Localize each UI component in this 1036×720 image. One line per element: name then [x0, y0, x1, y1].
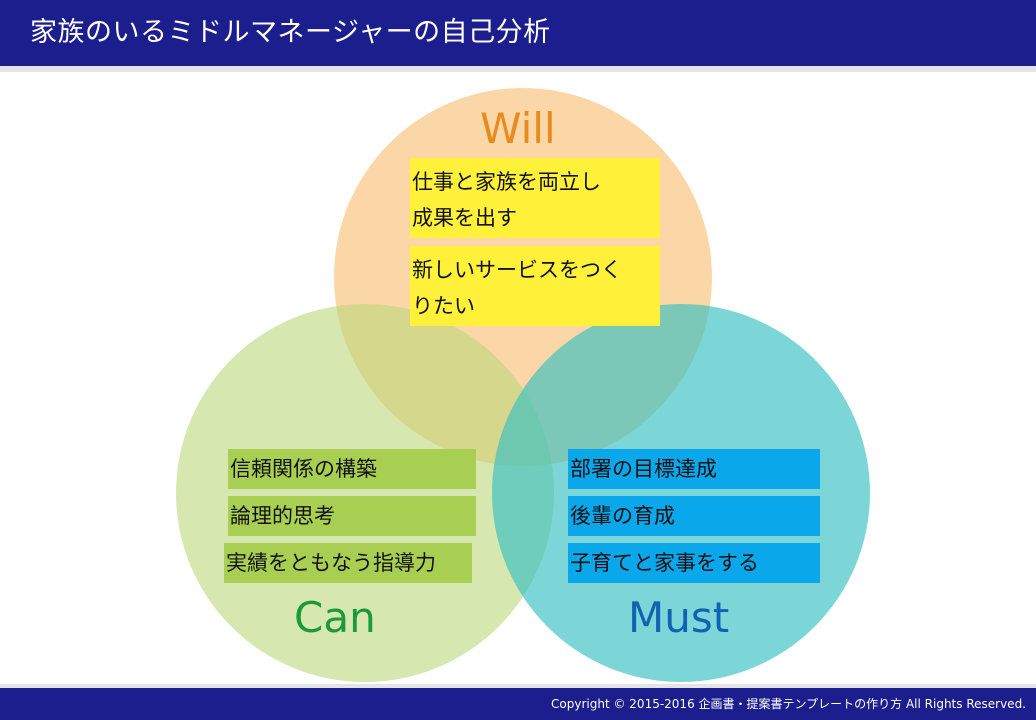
- can-item-3: 実績をともなう指導力: [224, 543, 472, 583]
- header-divider: [0, 66, 1036, 72]
- will-item-1-line-1: 仕事と家族を両立し: [412, 170, 601, 194]
- will-item-2-line-1: 新しいサービスをつく: [412, 258, 622, 282]
- can-circle: [176, 304, 554, 682]
- footer-divider: [0, 684, 1036, 688]
- footer-bar: Copyright © 2015-2016 企画書・提案書テンプレートの作り方 …: [0, 688, 1036, 720]
- copyright-text: Copyright © 2015-2016 企画書・提案書テンプレートの作り方 …: [551, 697, 1026, 711]
- will-item-2: 新しいサービスをつく りたい: [410, 246, 660, 326]
- must-item-3: 子育てと家事をする: [568, 543, 820, 583]
- must-item-1: 部署の目標達成: [568, 449, 820, 489]
- can-item-1: 信頼関係の構築: [228, 449, 476, 489]
- can-item-2: 論理的思考: [228, 496, 476, 536]
- will-item-1-line-2: 成果を出す: [412, 206, 517, 230]
- will-label: Will: [480, 104, 556, 153]
- must-item-2: 後輩の育成: [568, 496, 820, 536]
- must-label: Must: [628, 593, 730, 642]
- header-bar: 家族のいるミドルマネージャーの自己分析: [0, 0, 1036, 66]
- must-circle: [492, 304, 870, 682]
- page-title: 家族のいるミドルマネージャーの自己分析: [30, 17, 551, 48]
- will-item-2-line-2: りたい: [412, 294, 475, 318]
- will-item-1: 仕事と家族を両立し 成果を出す: [410, 158, 660, 238]
- can-label: Can: [294, 593, 376, 642]
